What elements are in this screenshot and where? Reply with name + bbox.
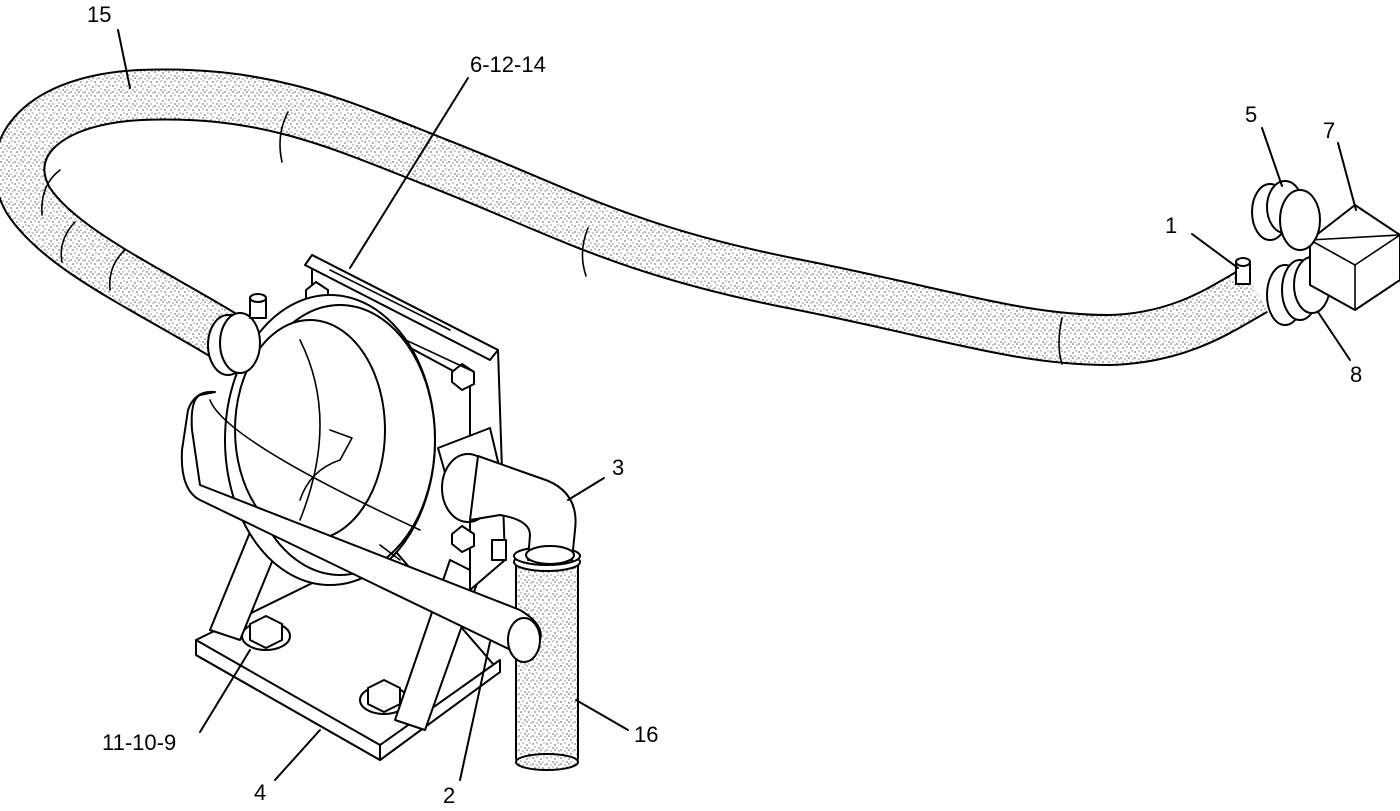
label-4: 4 <box>254 780 266 805</box>
label-7: 7 <box>1323 118 1335 143</box>
label-6-12-14: 6-12-14 <box>470 52 546 77</box>
leader-lines <box>117 29 1357 781</box>
inlet-fitting <box>207 293 267 376</box>
label-2: 2 <box>443 783 455 808</box>
label-5: 5 <box>1245 102 1257 127</box>
label-15: 15 <box>87 2 111 27</box>
label-16: 16 <box>634 722 658 747</box>
label-3: 3 <box>612 455 624 480</box>
long-hose <box>0 68 1268 366</box>
right-fittings <box>1235 180 1400 326</box>
label-8: 8 <box>1350 362 1362 387</box>
pump-handle <box>180 390 542 663</box>
label-11-10-9: 11-10-9 <box>102 730 176 755</box>
label-1: 1 <box>1165 213 1177 238</box>
outlet-elbow <box>437 427 577 565</box>
